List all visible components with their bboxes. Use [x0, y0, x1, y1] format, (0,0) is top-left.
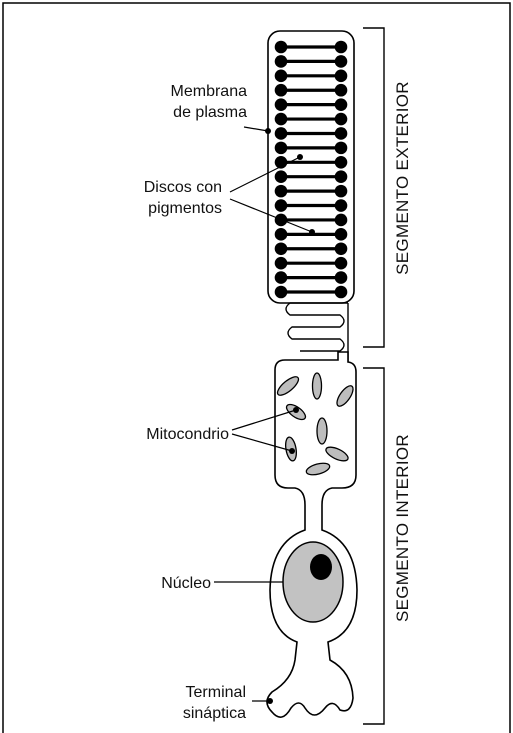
membrane-folds — [286, 303, 348, 351]
outer-segment-bracket — [363, 28, 384, 347]
nucleus-label: Núcleo — [161, 575, 211, 592]
discs-label-line1: Discos con — [144, 179, 222, 196]
outer-segment — [268, 31, 354, 362]
nucleolus — [310, 554, 332, 580]
synaptic-terminal-label-line2: sináptica — [183, 705, 246, 722]
membrane-label-line2: de plasma — [173, 104, 247, 121]
figure-border — [3, 3, 510, 733]
discs-label-line2: pigmentos — [148, 200, 222, 217]
mitochondrion — [313, 373, 322, 399]
inner-segment-bracket — [363, 368, 384, 724]
outer-segment-label: SEGMENTO EXTERIOR — [393, 81, 412, 275]
nucleus — [283, 542, 343, 622]
synaptic-terminal-label-line1: Terminal — [186, 684, 246, 701]
cell-body-outline — [267, 352, 357, 717]
mitochondrion — [317, 418, 327, 444]
membrane-label-line1: Membrana — [171, 83, 248, 100]
mitochondrion-label: Mitocondrio — [146, 426, 229, 443]
inner-segment-label: SEGMENTO INTERIOR — [393, 434, 412, 622]
